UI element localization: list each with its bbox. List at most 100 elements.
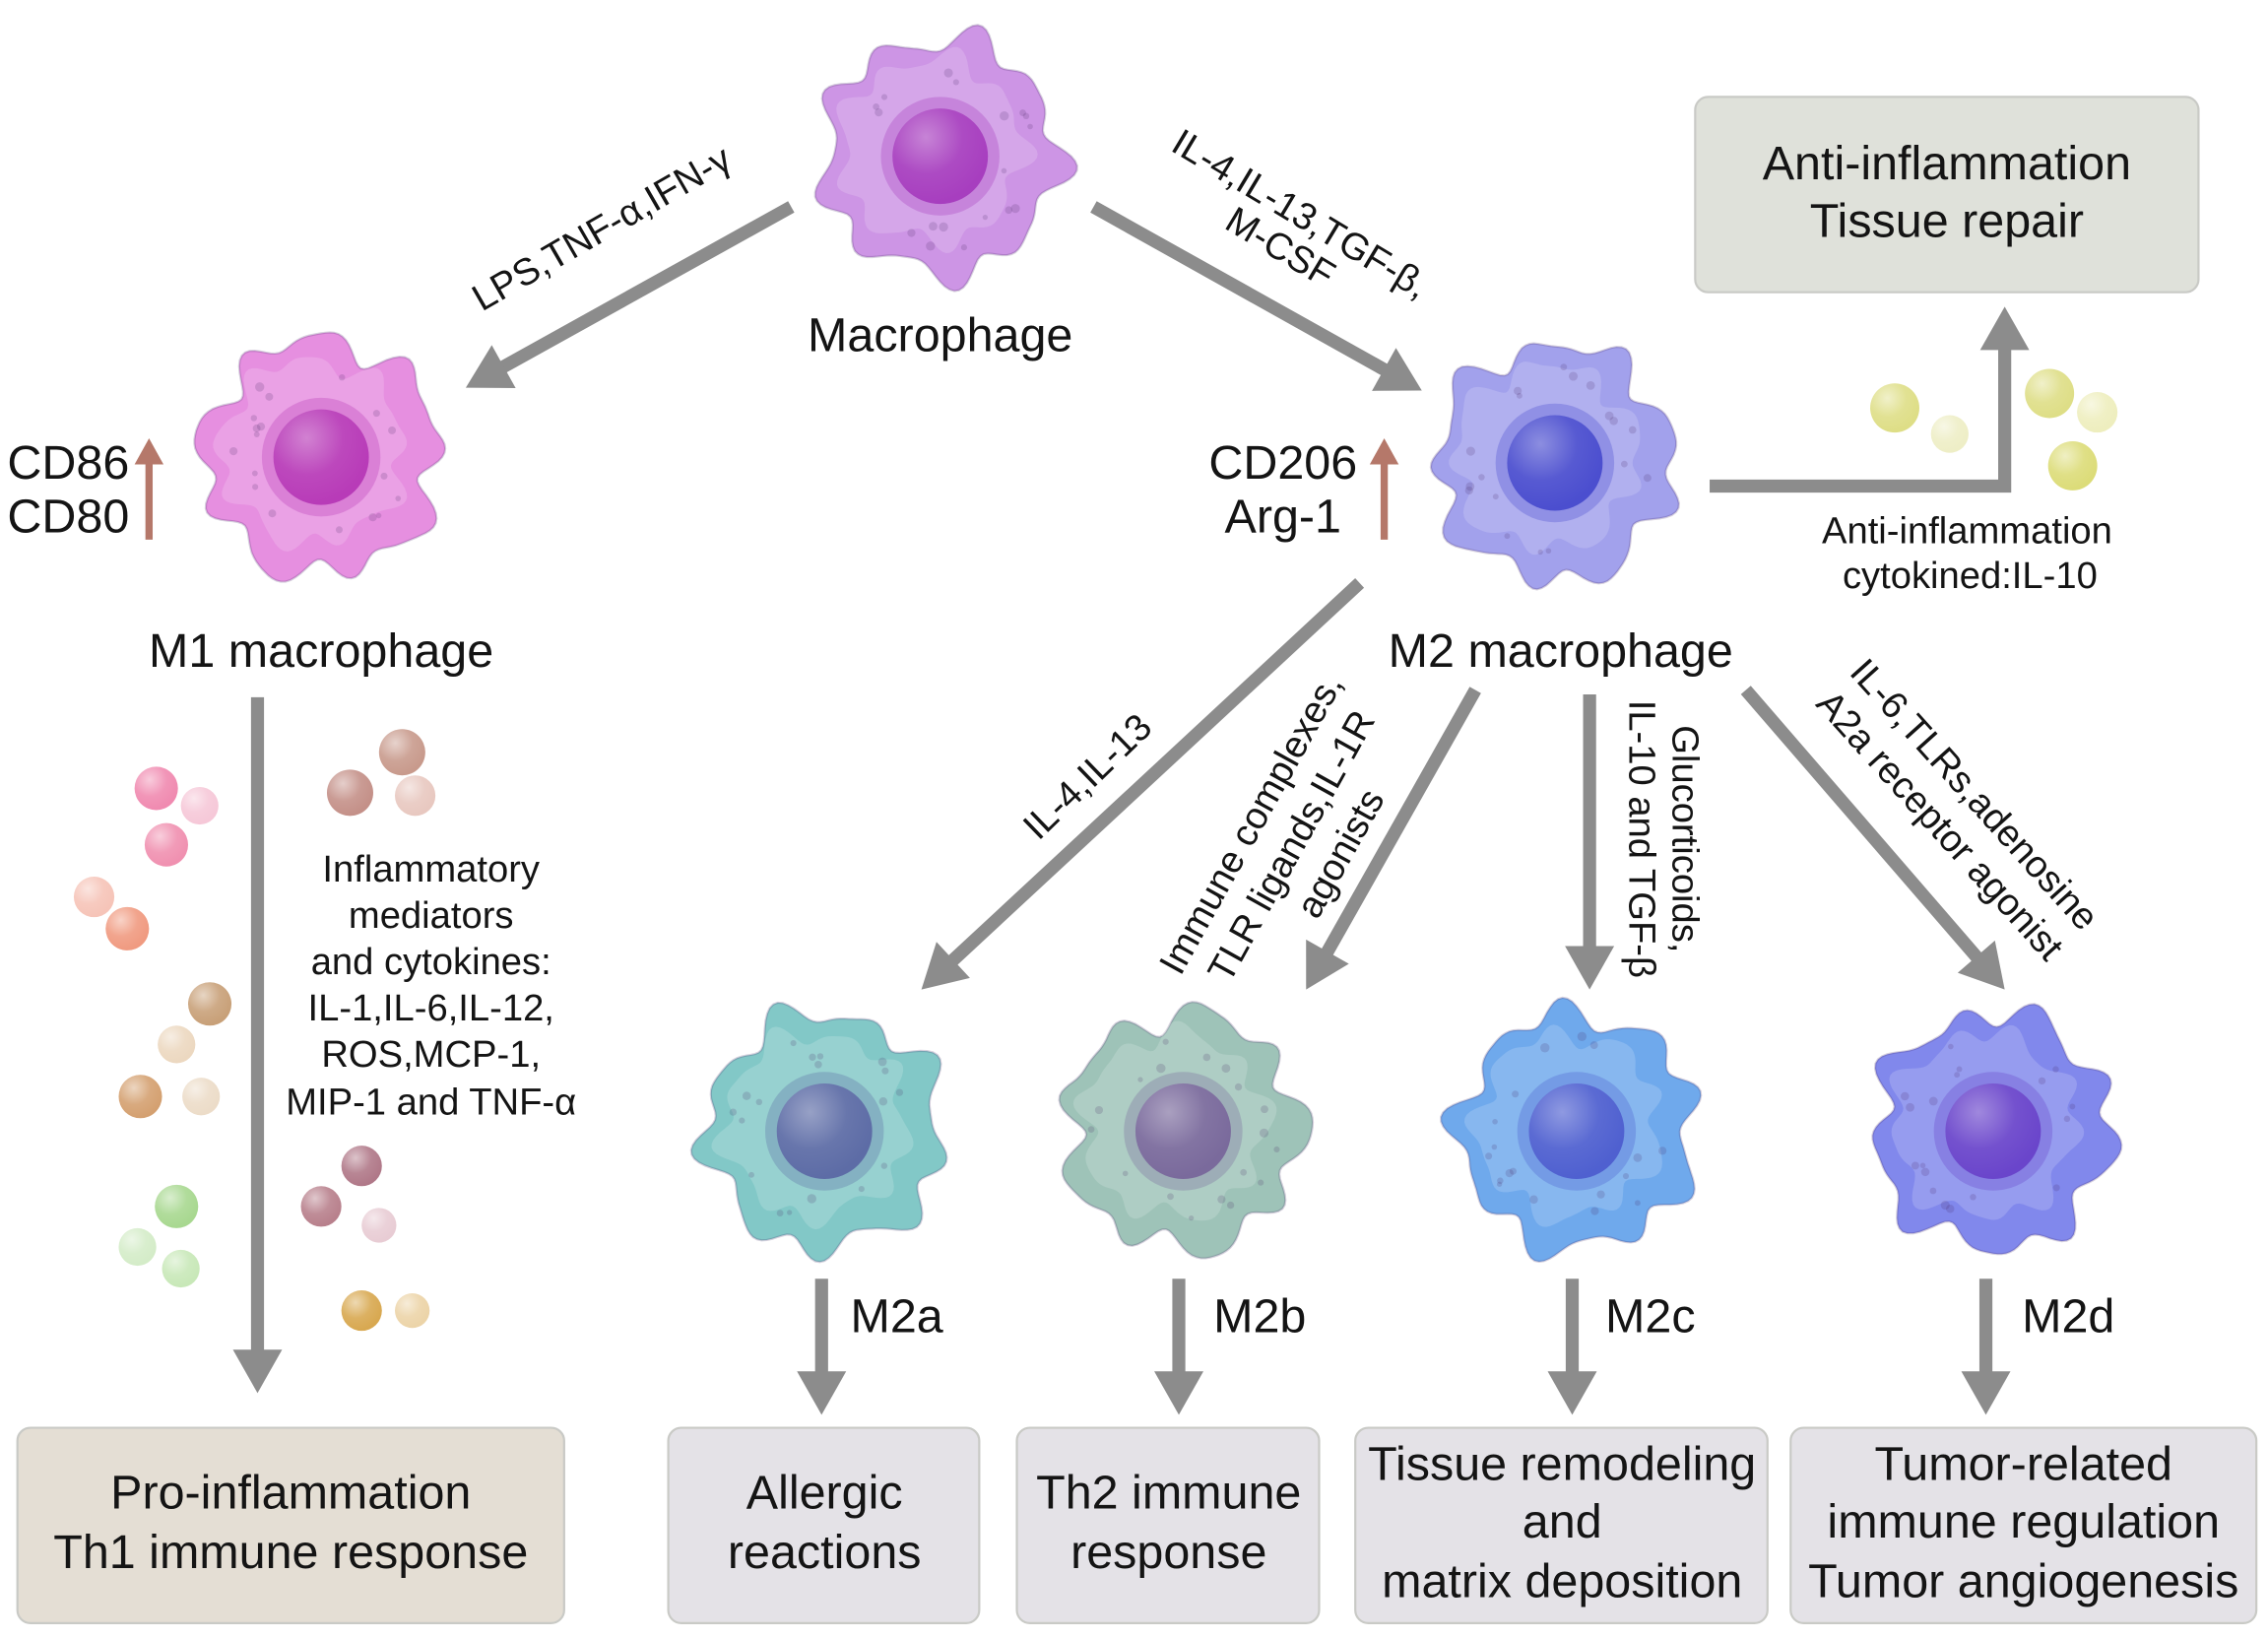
outcome-box-m2a: Allergic reactions xyxy=(667,1426,981,1624)
arrow-m2-to-m2a xyxy=(921,578,1365,990)
m1-marker-up-arrow-icon xyxy=(134,438,164,540)
particle-shine xyxy=(1930,415,1969,453)
cell-granule xyxy=(982,214,989,221)
outcome-text: Pro-inflammation xyxy=(110,1467,471,1520)
cell-granule xyxy=(814,1060,822,1069)
cell-granule xyxy=(1022,112,1030,120)
cytokine-particle-icon xyxy=(1930,415,1969,453)
particle-shine xyxy=(182,1078,221,1116)
cell-granule xyxy=(1273,1146,1280,1153)
cell-granule xyxy=(787,1210,793,1215)
cytokine-particle-icon xyxy=(300,1186,342,1227)
cell-granule xyxy=(875,108,883,117)
cell-nucleus-shine xyxy=(1945,1083,2041,1179)
cell-granule xyxy=(1545,548,1552,555)
cell-granule xyxy=(1658,1147,1667,1155)
m1-marker: CD86 xyxy=(7,436,129,490)
cell-granule xyxy=(1940,1200,1950,1211)
arrow-head xyxy=(232,1349,283,1394)
outcome-text: reactions xyxy=(728,1526,922,1579)
arrow-head xyxy=(1306,939,1349,990)
cell-granule xyxy=(873,103,880,110)
cell-granule xyxy=(1537,549,1543,556)
cell-granule xyxy=(1240,1168,1248,1176)
m2-marker: CD206 xyxy=(1208,436,1357,490)
secretion-text: Inflammatory xyxy=(322,848,541,890)
cell-granule xyxy=(729,1108,738,1116)
cytokine-particle-icon xyxy=(182,1078,221,1116)
cell-granule xyxy=(1491,1144,1498,1150)
secretion-text: ROS,MCP-1, xyxy=(321,1033,541,1076)
particle-shine xyxy=(361,1208,397,1243)
cytokine-particle-icon xyxy=(1870,383,1919,433)
cell-granule xyxy=(1497,1177,1504,1184)
cell-granule xyxy=(807,1194,816,1204)
cell-granule xyxy=(335,526,343,534)
cell-granule xyxy=(395,495,402,501)
cell-granule xyxy=(254,382,265,392)
cell-granule xyxy=(380,472,388,480)
cell-granule xyxy=(2052,1066,2059,1073)
arrow-shaft xyxy=(946,578,1365,967)
cell-granule xyxy=(1514,386,1523,395)
m2-secretion-label: Anti-inflammation cytokined:IL-10 xyxy=(1822,510,2112,598)
arrow-m2d-to-outcome xyxy=(1961,1278,2011,1415)
cell-granule xyxy=(739,1117,745,1124)
macrophage-cell-icon xyxy=(813,24,1078,293)
arrow-shaft xyxy=(497,201,795,374)
cell-granule xyxy=(1509,1167,1517,1175)
cell-granule xyxy=(742,1091,751,1100)
cell-granule xyxy=(1633,1152,1643,1162)
m2a-label: M2a xyxy=(851,1289,943,1343)
cytokine-particle-icon xyxy=(118,1227,157,1267)
cell-granule xyxy=(776,1210,784,1217)
cytokine-particle-icon xyxy=(162,1249,200,1288)
m2c-cell-icon xyxy=(1440,996,1703,1264)
m1-secretion-label: Inflammatory mediators and cytokines: IL… xyxy=(286,848,576,1123)
cell-granule xyxy=(939,222,948,232)
cell-granule xyxy=(1948,1043,1954,1050)
particle-shine xyxy=(326,769,373,817)
cell-granule xyxy=(388,426,397,434)
arrow-m2-to-m2c xyxy=(1565,693,1615,990)
cell-granule xyxy=(1568,371,1579,381)
arrow-head xyxy=(1979,306,2030,351)
arrow-shaft xyxy=(1090,201,1391,377)
cell-granule xyxy=(1516,392,1523,399)
cell-granule xyxy=(1622,1172,1630,1180)
secretion-text: IL-1,IL-6,IL-12, xyxy=(308,987,554,1029)
cell-granule xyxy=(1512,1090,1520,1098)
cell-granule xyxy=(375,512,382,519)
cell-granule xyxy=(268,509,277,518)
cytokine-particle-icon xyxy=(155,1184,199,1228)
cell-granule xyxy=(1920,1167,1930,1177)
cell-granule xyxy=(1901,1091,1910,1101)
cell-granule xyxy=(2038,1077,2046,1085)
cell-granule xyxy=(1577,1031,1588,1041)
particle-shine xyxy=(134,766,178,811)
arrow-m2-to-outcome xyxy=(1710,306,2030,493)
arrow-head xyxy=(1372,348,1422,391)
m1-macrophage-cell-icon xyxy=(193,331,447,583)
cell-granule xyxy=(1643,474,1652,483)
m2b-cell-icon xyxy=(1058,1001,1315,1260)
cytokine-particle-icon xyxy=(341,1290,382,1332)
cell-nucleus-shine xyxy=(273,409,369,505)
cell-granule xyxy=(1094,1105,1104,1115)
secretion-text: cytokined:IL-10 xyxy=(1843,555,2098,597)
outcome-box-background xyxy=(1694,96,2200,294)
cell-granule xyxy=(1167,1193,1174,1201)
cell-granule xyxy=(1492,1119,1498,1125)
arrow-m2b-to-outcome xyxy=(1154,1278,1203,1415)
particle-shine xyxy=(300,1186,342,1227)
particle-shine xyxy=(2077,392,2118,433)
cell-granule xyxy=(265,392,274,401)
cell-nucleus-shine xyxy=(892,108,989,205)
arrow-m2-to-m2b xyxy=(1306,687,1481,990)
cytokine-particle-icon xyxy=(105,906,150,951)
cell-granule xyxy=(1505,1168,1514,1178)
cytokine-particle-icon xyxy=(180,786,219,825)
cell-granule xyxy=(1906,1102,1914,1112)
arrow-head xyxy=(1565,946,1615,990)
